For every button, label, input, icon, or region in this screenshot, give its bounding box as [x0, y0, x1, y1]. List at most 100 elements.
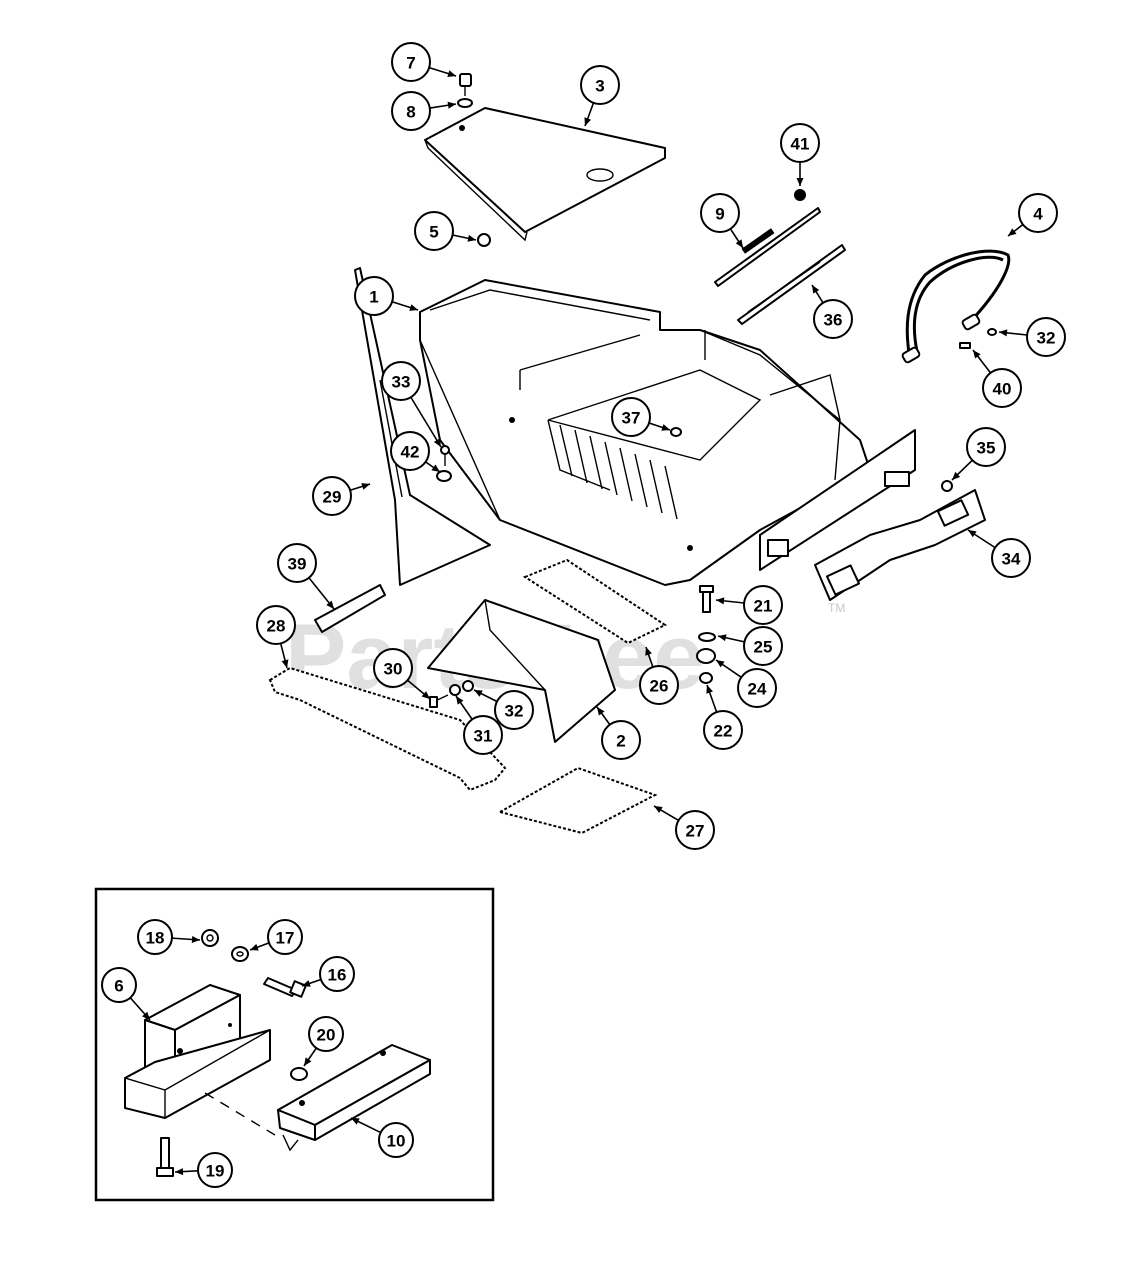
callout-label: 28 [267, 617, 286, 636]
callout-label: 16 [328, 966, 347, 985]
callout-31: 31 [455, 695, 503, 755]
callout-16: 16 [301, 956, 355, 992]
leader-arrowhead [718, 634, 727, 642]
callout-label: 31 [474, 727, 493, 746]
callout-label: 27 [686, 822, 705, 841]
leader-arrowhead [302, 980, 311, 987]
leader-arrowhead [456, 696, 464, 705]
callout-25: 25 [717, 626, 783, 666]
part-nut-22 [699, 672, 713, 684]
callout-10: 10 [350, 1117, 414, 1158]
callout-3: 3 [580, 65, 620, 127]
part-bracket-29 [354, 267, 491, 586]
callout-19: 19 [174, 1152, 233, 1188]
leader-arrowhead [474, 690, 483, 697]
part-cover-plate [424, 107, 666, 242]
callout-circle [381, 361, 421, 401]
callout-circle [813, 299, 853, 339]
callout-circle [737, 668, 777, 708]
callout-label: 25 [754, 638, 773, 657]
callout-circle [743, 585, 783, 625]
leader-arrowhead [326, 600, 334, 609]
callout-circle [639, 665, 679, 705]
part-nut-20 [290, 1067, 308, 1081]
callout-24: 24 [715, 659, 777, 708]
part-strip-36 [737, 244, 846, 325]
leader-arrowhead [645, 647, 652, 656]
callout-circle [391, 42, 431, 82]
leader-arrowhead [421, 691, 430, 699]
callout-40: 40 [972, 349, 1022, 408]
callout-36: 36 [811, 284, 853, 339]
callout-4: 4 [1007, 193, 1058, 237]
callout-18: 18 [137, 919, 201, 955]
callout-17: 17 [249, 919, 303, 955]
callout-8: 8 [391, 91, 457, 131]
callout-circle [378, 1122, 414, 1158]
part-washer-42 [436, 470, 452, 482]
part-handle-4 [901, 249, 1011, 364]
callout-circle [463, 715, 503, 755]
part-fender-2 [427, 599, 616, 743]
callout-label: 7 [406, 54, 415, 73]
part-nut-35 [941, 480, 953, 492]
callout-circle [703, 710, 743, 750]
leader-arrowhead [447, 101, 456, 109]
part-nut-32-lower [462, 680, 474, 692]
leader-arrowhead [250, 943, 259, 951]
callout-6: 6 [101, 967, 151, 1021]
callout-circle [1026, 317, 1066, 357]
callout-circle [611, 397, 651, 437]
callout-circle [354, 276, 394, 316]
leader-arrowhead [654, 806, 663, 814]
leader-arrowhead [584, 117, 592, 126]
callout-circle [991, 538, 1031, 578]
leader-arrowhead [431, 464, 440, 472]
callout-label: 35 [977, 439, 996, 458]
leader-arrowhead [351, 1118, 360, 1125]
part-screw-41 [794, 189, 806, 201]
callout-circle [319, 956, 355, 992]
callout-26: 26 [639, 646, 679, 705]
part-pin-32-upper [987, 328, 997, 336]
leader-arrowhead [968, 530, 977, 538]
part-plate-27 [497, 766, 658, 835]
part-bolt-21 [699, 585, 714, 613]
part-washer-8 [457, 98, 473, 108]
part-plate-26 [522, 558, 668, 645]
callout-circle [390, 431, 430, 471]
callout-circle [966, 427, 1006, 467]
part-plate-9 [714, 207, 821, 287]
part-screw-33 [440, 445, 450, 466]
callout-label: 40 [993, 380, 1012, 399]
callout-circle [982, 368, 1022, 408]
callout-42: 42 [390, 431, 441, 473]
part-bolt-37 [670, 427, 682, 437]
callout-label: 4 [1033, 205, 1043, 224]
leader-arrowhead [597, 707, 605, 716]
leader-arrowhead [999, 329, 1008, 337]
callout-label: 24 [748, 680, 767, 699]
part-main-body [419, 279, 916, 586]
callout-label: 8 [406, 103, 415, 122]
callout-circle [197, 1152, 233, 1188]
callout-5: 5 [414, 211, 477, 251]
leader-arrowhead [796, 178, 804, 186]
callout-32: 32 [998, 317, 1066, 357]
part-floor-28 [268, 666, 507, 792]
callout-label: 22 [714, 722, 733, 741]
callout-label: 20 [317, 1026, 336, 1045]
leader-arrowhead [716, 660, 725, 668]
callout-circle [494, 690, 534, 730]
callout-circle [267, 919, 303, 955]
callout-37: 37 [611, 397, 671, 437]
leader-arrowhead [661, 424, 670, 431]
part-nut-5 [477, 233, 491, 247]
callout-circle [101, 967, 137, 1003]
callout-circle [700, 193, 740, 233]
leader-arrowhead [142, 1011, 150, 1020]
callout-label: 10 [387, 1132, 406, 1151]
part-gasket-34 [814, 489, 986, 601]
part-bar-10 [277, 1044, 431, 1152]
